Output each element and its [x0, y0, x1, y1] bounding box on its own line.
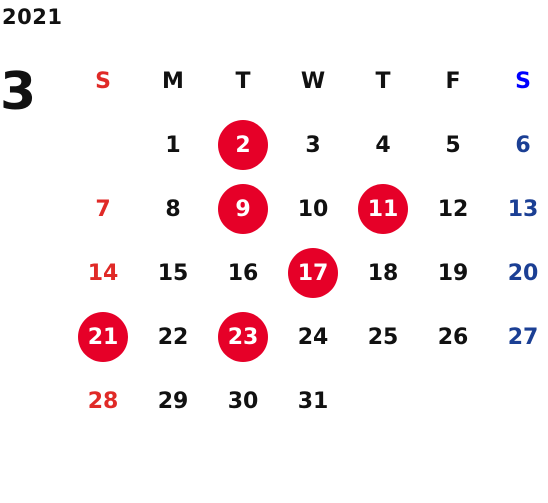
day-cell[interactable]: 27 — [488, 305, 548, 369]
year-label: 2021 — [2, 5, 63, 29]
day-number: 19 — [437, 260, 469, 286]
day-cell[interactable]: 30 — [208, 369, 278, 433]
day-number: 22 — [157, 324, 189, 350]
day-cell[interactable]: 14 — [68, 241, 138, 305]
day-number-highlighted: 11 — [358, 184, 408, 234]
day-cell[interactable]: 17 — [278, 241, 348, 305]
day-number-highlighted: 21 — [78, 312, 128, 362]
day-cell[interactable]: 21 — [68, 305, 138, 369]
day-number: 16 — [227, 260, 259, 286]
day-cell[interactable]: 4 — [348, 113, 418, 177]
week-row-5: 28 29 30 31 — [68, 369, 548, 433]
day-cell[interactable]: 25 — [348, 305, 418, 369]
day-number: 30 — [227, 388, 259, 414]
weekday-thursday: T — [375, 68, 391, 94]
day-cell[interactable]: 2 — [208, 113, 278, 177]
day-cell[interactable]: 7 — [68, 177, 138, 241]
day-number: 1 — [165, 132, 181, 158]
day-cell — [488, 369, 548, 433]
weekday-friday: F — [445, 68, 461, 94]
day-cell[interactable]: 10 — [278, 177, 348, 241]
day-cell[interactable]: 3 — [278, 113, 348, 177]
day-cell[interactable]: 1 — [138, 113, 208, 177]
day-cell[interactable]: 31 — [278, 369, 348, 433]
day-number: 15 — [157, 260, 189, 286]
day-cell[interactable]: 15 — [138, 241, 208, 305]
day-number: 6 — [515, 132, 531, 158]
day-number: 4 — [375, 132, 391, 158]
day-cell[interactable]: 18 — [348, 241, 418, 305]
day-number: 18 — [367, 260, 399, 286]
day-cell[interactable]: 29 — [138, 369, 208, 433]
day-number-highlighted: 2 — [218, 120, 268, 170]
day-cell[interactable]: 16 — [208, 241, 278, 305]
day-number: 12 — [437, 196, 469, 222]
weekday-tuesday: T — [235, 68, 251, 94]
day-number: 28 — [87, 388, 119, 414]
day-cell[interactable]: 6 — [488, 113, 548, 177]
day-number — [498, 376, 548, 426]
day-number: 8 — [165, 196, 181, 222]
day-number: 5 — [445, 132, 461, 158]
day-number: 25 — [367, 324, 399, 350]
day-number: 14 — [87, 260, 119, 286]
calendar-grid: S M T W T F S 1 2 3 4 5 6 7 8 9 10 11 12… — [68, 49, 548, 433]
day-cell[interactable]: 20 — [488, 241, 548, 305]
week-row-3: 14 15 16 17 18 19 20 — [68, 241, 548, 305]
day-number: 29 — [157, 388, 189, 414]
day-cell[interactable]: 24 — [278, 305, 348, 369]
day-number: 20 — [507, 260, 539, 286]
day-cell — [348, 369, 418, 433]
day-cell[interactable]: 12 — [418, 177, 488, 241]
day-number-highlighted: 23 — [218, 312, 268, 362]
day-cell[interactable]: 28 — [68, 369, 138, 433]
day-cell — [418, 369, 488, 433]
day-number — [358, 376, 408, 426]
day-cell — [68, 113, 138, 177]
day-number-highlighted: 9 — [218, 184, 268, 234]
week-row-4: 21 22 23 24 25 26 27 — [68, 305, 548, 369]
day-cell[interactable]: 9 — [208, 177, 278, 241]
day-number: 13 — [507, 196, 539, 222]
weekday-header-row: S M T W T F S — [68, 49, 548, 113]
day-cell[interactable]: 22 — [138, 305, 208, 369]
day-cell[interactable]: 19 — [418, 241, 488, 305]
day-cell[interactable]: 23 — [208, 305, 278, 369]
day-number: 24 — [297, 324, 329, 350]
weekday-sunday: S — [95, 68, 111, 94]
week-row-1: 1 2 3 4 5 6 — [68, 113, 548, 177]
day-cell[interactable]: 26 — [418, 305, 488, 369]
day-number — [428, 376, 478, 426]
weekday-saturday: S — [515, 68, 531, 94]
day-cell[interactable]: 11 — [348, 177, 418, 241]
day-number: 26 — [437, 324, 469, 350]
day-number-highlighted: 17 — [288, 248, 338, 298]
day-number: 27 — [507, 324, 539, 350]
weekday-wednesday: W — [300, 68, 326, 94]
day-cell[interactable]: 5 — [418, 113, 488, 177]
weekday-monday: M — [162, 68, 184, 94]
day-cell[interactable]: 8 — [138, 177, 208, 241]
day-number — [78, 120, 128, 170]
day-number: 31 — [297, 388, 329, 414]
day-number: 7 — [95, 196, 111, 222]
day-cell[interactable]: 13 — [488, 177, 548, 241]
month-number: 3 — [0, 62, 37, 122]
day-number: 3 — [305, 132, 321, 158]
day-number: 10 — [297, 196, 329, 222]
week-row-2: 7 8 9 10 11 12 13 — [68, 177, 548, 241]
